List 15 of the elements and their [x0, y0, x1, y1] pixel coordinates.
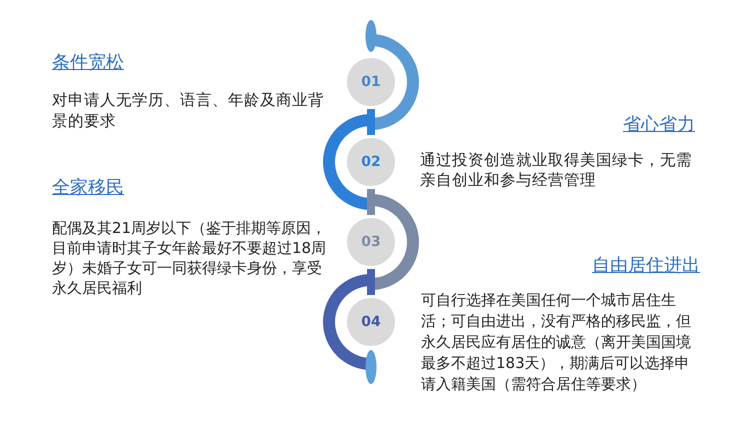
connector-bar — [367, 109, 375, 135]
section-heading: 自由居住进出 — [592, 255, 700, 277]
number-circle: 01 — [344, 55, 398, 109]
description-text: 可自行选择在美国任何一个城市居住生活；可自由进出，没有严格的移民监，但永久居民应有居住的诚意（离开美国国境最多不超过183天），期满后可以选择申请入籍美国（需符合居住等要求） — [421, 290, 692, 395]
section-heading: 条件宽松 — [52, 52, 124, 74]
number-circle: 04 — [344, 295, 398, 349]
description-text: 通过投资创造就业取得美国绿卡，无需亲自创业和参与经营管理 — [420, 150, 692, 190]
section-heading: 省心省力 — [623, 114, 695, 136]
description-text: 配偶及其21周岁以下（鉴于排期等原因，目前申请时其子女年龄最好不要超过18周岁）未婚子女可一同获得绿卡身份，享受永久居民福利 — [52, 218, 328, 298]
number-circle: 03 — [344, 215, 398, 269]
section-heading: 全家移民 — [52, 177, 124, 199]
connector-bar — [367, 189, 375, 215]
description-text: 对申请人无学历、语言、年龄及商业背景的要求 — [52, 90, 325, 132]
connector-bar — [367, 269, 375, 295]
number-circle: 02 — [344, 135, 398, 189]
